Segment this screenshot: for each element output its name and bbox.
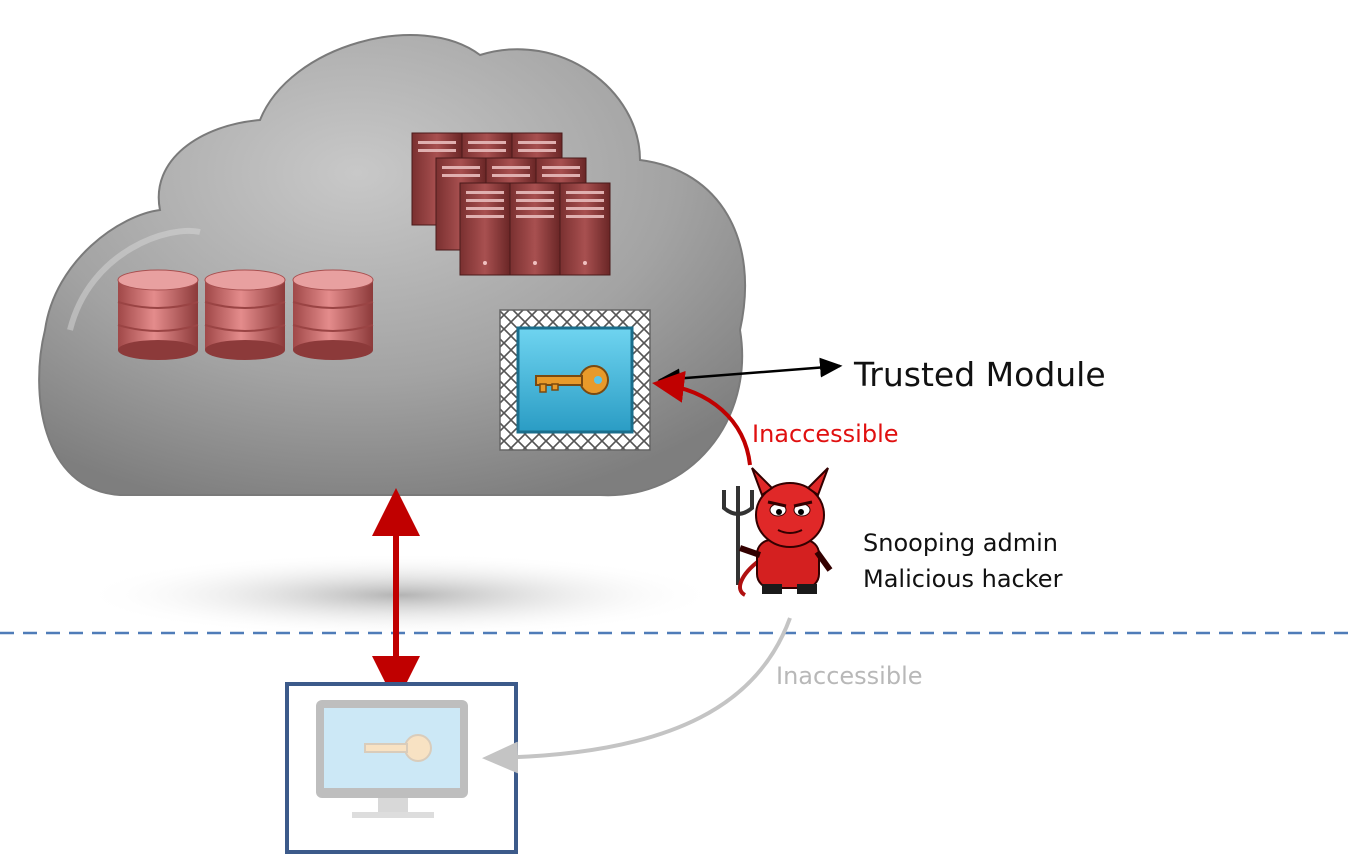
inaccessible-module-label: Inaccessible <box>752 420 899 448</box>
trusted-module-label: Trusted Module <box>854 355 1106 394</box>
trusted-module-box <box>499 309 651 451</box>
client-key-icon <box>364 734 432 762</box>
monitor-icon <box>316 700 468 818</box>
cloud-shadow <box>80 553 720 637</box>
malicious-hacker-label: Malicious hacker <box>863 565 1063 593</box>
attacker-labels: Snooping admin Malicious hacker <box>863 525 1062 597</box>
snooping-admin-label: Snooping admin <box>863 529 1058 557</box>
devil-hacker-icon <box>722 467 833 597</box>
attack-arrow-client <box>482 617 792 774</box>
attack-arrow-module <box>652 370 752 466</box>
client-machine <box>285 682 518 854</box>
trusted-module-arrow <box>657 357 843 389</box>
database-icon <box>117 269 374 360</box>
inaccessible-client-label: Inaccessible <box>776 662 923 690</box>
server-rack-icon <box>411 132 611 276</box>
key-icon <box>535 365 609 395</box>
